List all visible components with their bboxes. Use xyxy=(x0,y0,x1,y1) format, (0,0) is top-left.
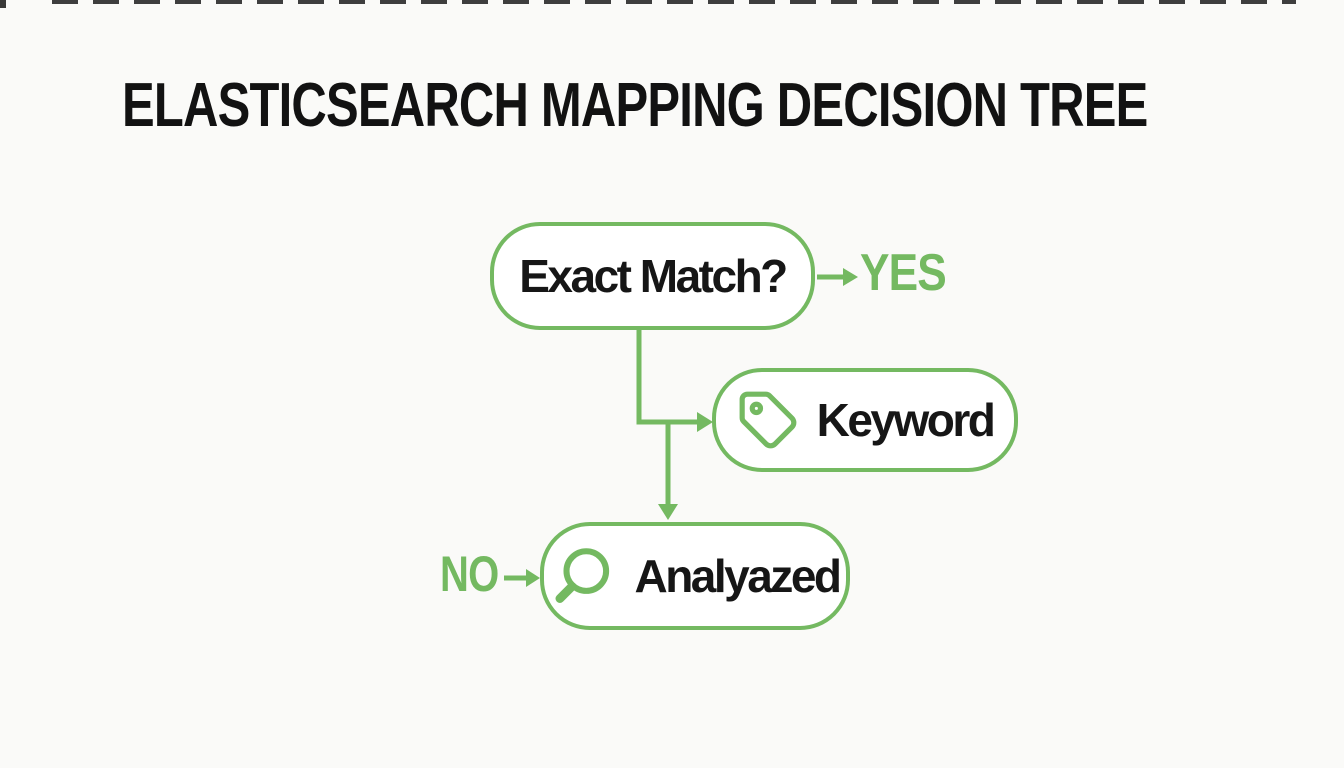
tag-icon xyxy=(739,391,796,449)
branch-label-yes: YES xyxy=(860,244,947,302)
node-keyword: Keyword xyxy=(712,368,1018,472)
arrowhead-yes xyxy=(843,268,858,286)
arrowhead-keyword xyxy=(697,412,713,432)
node-analyzed-label: Analyazed xyxy=(634,550,842,602)
page-title: ELASTICSEARCH MAPPING DECISION TREE xyxy=(122,71,1148,140)
search-icon xyxy=(555,548,610,603)
edge-exact-to-keyword xyxy=(636,330,697,425)
node-analyzed: Analyazed xyxy=(540,522,850,630)
arrowhead-analyzed xyxy=(658,504,678,520)
top-edge-artifact xyxy=(52,0,1296,4)
branch-label-no: NO xyxy=(440,546,499,602)
arrowhead-no xyxy=(526,569,540,587)
node-exact-match-label: Exact Match? xyxy=(519,250,788,302)
top-left-artifact xyxy=(0,0,6,8)
node-keyword-label: Keyword xyxy=(816,394,996,446)
node-exact-match: Exact Match? xyxy=(490,222,815,330)
